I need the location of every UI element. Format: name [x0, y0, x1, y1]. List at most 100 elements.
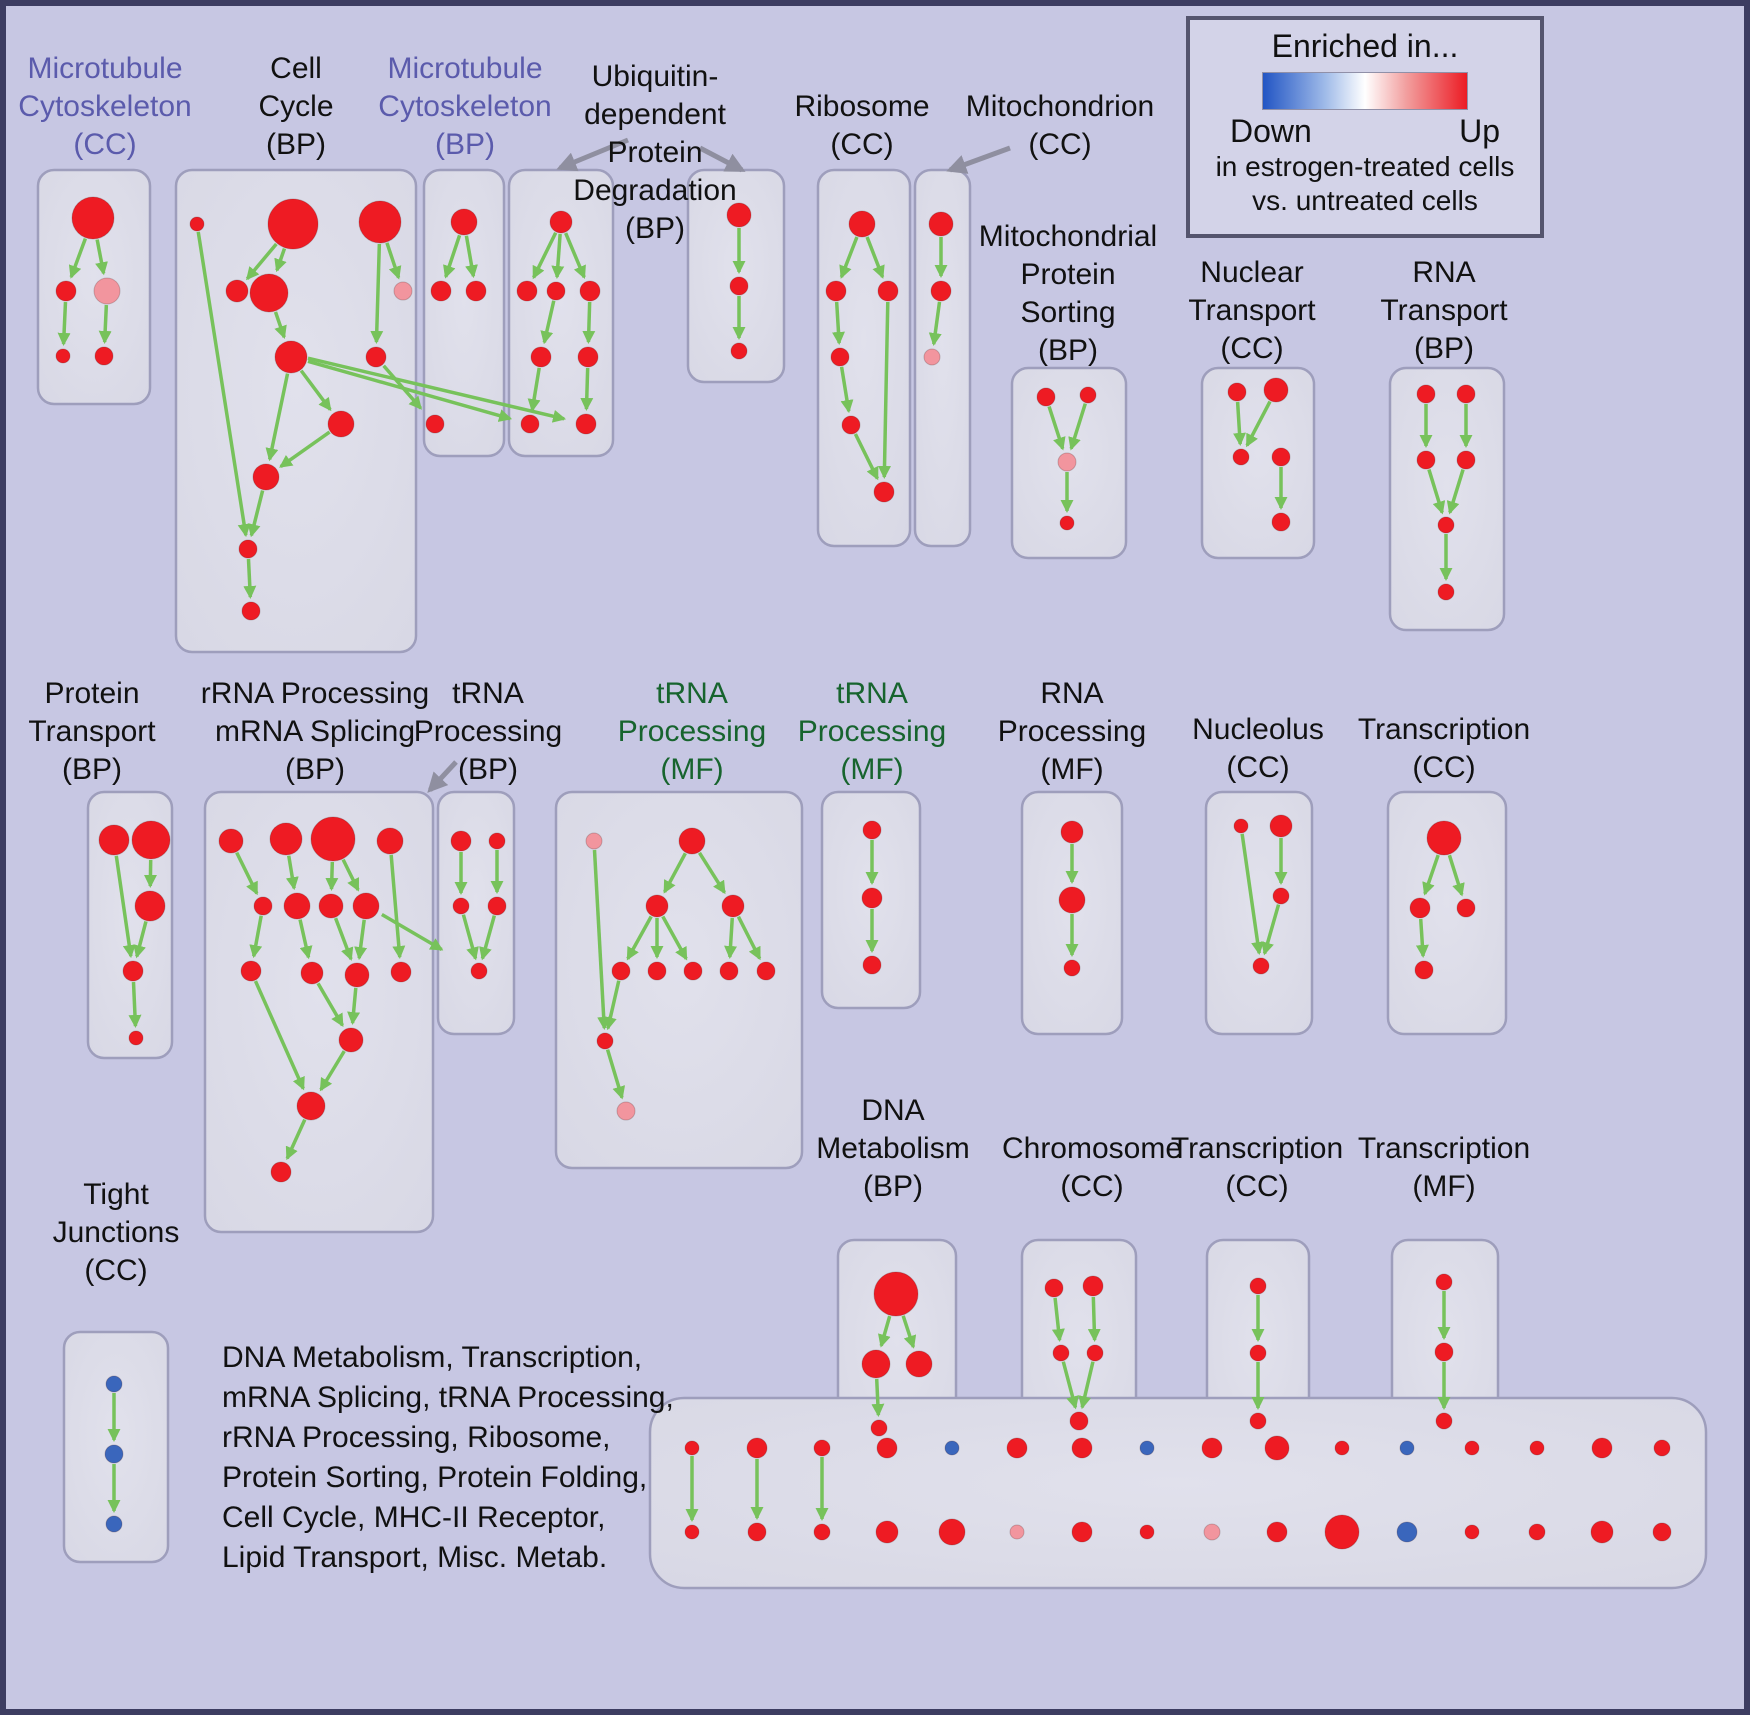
- go-term-node: [1071, 1437, 1093, 1459]
- edge-arrow: [325, 861, 339, 891]
- go-term-node: [647, 961, 667, 981]
- edge-arrow: [736, 915, 762, 961]
- go-term-node: [94, 346, 114, 366]
- go-term-node: [596, 1032, 614, 1050]
- go-term-node: [1456, 898, 1476, 918]
- go-term-node: [269, 822, 303, 856]
- go-term-node: [1416, 450, 1436, 470]
- edge-arrow: [1240, 833, 1265, 956]
- go-term-node: [1063, 959, 1081, 977]
- edge-arrow: [540, 300, 556, 345]
- go-term-node: [1464, 1440, 1480, 1456]
- go-term-node: [1139, 1524, 1155, 1540]
- go-term-node: [684, 1524, 700, 1540]
- go-term-node: [470, 962, 488, 980]
- edge-arrow: [95, 239, 108, 276]
- go-term-node: [300, 961, 324, 985]
- go-term-node: [450, 830, 472, 852]
- edge-arrow: [1047, 405, 1066, 451]
- cluster-box-mixed-processes: [648, 1396, 1708, 1590]
- go-term-node: [252, 463, 280, 491]
- go-term-node: [238, 539, 258, 559]
- edge-arrow: [298, 919, 313, 960]
- legend-up-label: Up: [1459, 113, 1500, 149]
- go-term-node: [877, 280, 899, 302]
- edge-arrow: [1233, 401, 1247, 446]
- go-term-node: [944, 1440, 960, 1456]
- legend: Enriched in... Down Up in estrogen-treat…: [1186, 16, 1544, 238]
- edge-arrow: [57, 301, 71, 346]
- edge-arrow: [341, 858, 360, 892]
- label-pointer-arrow: [427, 760, 458, 793]
- go-term-node: [1233, 818, 1249, 834]
- go-term-node: [105, 1515, 123, 1533]
- edge-arrow: [1446, 469, 1465, 515]
- edge-arrow: [1422, 854, 1440, 896]
- go-term-node: [1324, 1514, 1360, 1550]
- cluster-box-trna-processing-mf-large: [554, 790, 804, 1170]
- go-term-node: [1079, 386, 1097, 404]
- go-term-node: [861, 887, 883, 909]
- go-term-node: [870, 1419, 888, 1437]
- edge-arrow: [564, 232, 586, 279]
- go-term-node: [240, 960, 262, 982]
- go-term-node: [338, 1027, 364, 1053]
- go-term-node: [875, 1520, 899, 1544]
- go-term-node: [122, 960, 144, 982]
- edge-arrow: [1447, 854, 1465, 897]
- legend-context-line-2: vs. untreated cells: [1252, 185, 1478, 216]
- edge-arrow: [285, 1118, 307, 1161]
- label-pointer-arrow: [946, 145, 1011, 174]
- go-term-node: [452, 897, 470, 915]
- edge-arrow: [380, 912, 444, 951]
- go-term-node: [1058, 886, 1086, 914]
- shared-processes-caption: DNA Metabolism, Transcription,mRNA Splic…: [222, 1341, 674, 1574]
- go-term-node: [376, 827, 404, 855]
- edge-arrow: [464, 235, 478, 279]
- go-term-node: [344, 962, 370, 988]
- go-term-node: [1434, 1342, 1454, 1362]
- go-term-node: [645, 894, 669, 918]
- go-term-node: [862, 820, 882, 840]
- go-term-node: [488, 832, 506, 850]
- edge-arrow: [249, 915, 263, 959]
- edge-arrow: [592, 849, 611, 1030]
- go-term-node: [267, 198, 319, 250]
- go-term-node: [876, 1437, 898, 1459]
- edge-arrow: [307, 356, 567, 423]
- edge-arrow: [831, 301, 845, 345]
- cluster-box-rna-transport-bp: [1388, 366, 1506, 632]
- edge-arrow: [604, 980, 621, 1031]
- go-term-node: [1086, 1344, 1104, 1362]
- go-term-node: [575, 413, 597, 435]
- edge-arrow: [1415, 918, 1429, 958]
- edge-arrow: [354, 919, 368, 961]
- go-term-node: [93, 277, 121, 305]
- go-term-node: [1264, 1435, 1290, 1461]
- go-term-node: [393, 281, 413, 301]
- go-term-node: [128, 1030, 144, 1046]
- go-term-node: [104, 1444, 124, 1464]
- go-term-node: [1590, 1520, 1614, 1544]
- go-term-node: [270, 1161, 292, 1183]
- go-term-node: [1416, 384, 1436, 404]
- edge-arrow: [551, 233, 565, 279]
- go-term-node: [1069, 1411, 1089, 1431]
- edge-arrow: [319, 1050, 346, 1092]
- go-term-node: [1269, 814, 1293, 838]
- go-term-node: [1653, 1439, 1671, 1457]
- go-term-node: [134, 890, 166, 922]
- edge-arrow: [928, 301, 942, 347]
- go-term-node: [131, 820, 171, 860]
- edge-arrow: [273, 311, 287, 339]
- go-term-node: [1426, 820, 1462, 856]
- go-term-node: [905, 1350, 933, 1378]
- cluster-box-nuclear-transport-cc: [1200, 366, 1316, 560]
- go-term-node: [577, 346, 599, 368]
- go-term-node: [721, 894, 745, 918]
- legend-gradient-bar: [1262, 72, 1468, 110]
- edge-arrow: [1427, 469, 1446, 515]
- go-term-node: [546, 281, 566, 301]
- edge-arrow: [697, 851, 726, 895]
